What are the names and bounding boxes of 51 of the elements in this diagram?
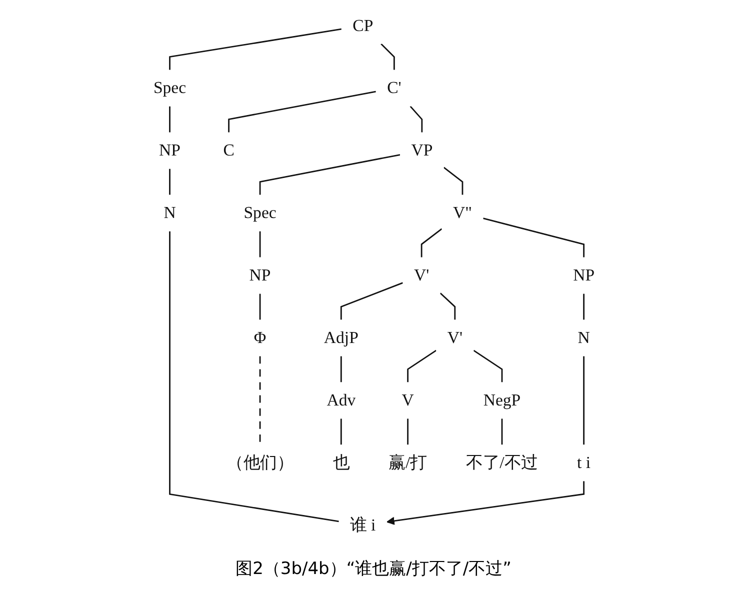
node-text: N: [577, 328, 590, 347]
connector: [582, 294, 584, 320]
node-text: V': [446, 328, 462, 347]
node-text: VP: [410, 140, 432, 160]
connector: [482, 218, 584, 258]
connector: [258, 154, 400, 195]
connector: [406, 350, 436, 382]
connector: [380, 43, 394, 70]
connector: [168, 106, 170, 132]
node-text: 也: [332, 453, 350, 472]
connector: [258, 294, 260, 320]
node-text: （他们）: [226, 453, 294, 472]
connector: [439, 292, 456, 320]
node-text: V': [413, 266, 429, 284]
connector: [228, 90, 376, 132]
figure-caption: 图2（3b/4b）“谁也赢/打不了/不过”: [236, 558, 512, 581]
node-text: V": [452, 203, 472, 222]
node-text: Spec: [243, 203, 276, 222]
node-text: 谁 i: [350, 516, 376, 534]
node-text: Spec: [152, 78, 186, 97]
connector: [582, 356, 584, 445]
node-text: NP: [248, 266, 270, 284]
node-text: NP: [572, 266, 594, 284]
node-text: 赢/打: [388, 453, 426, 472]
connector: [472, 350, 502, 382]
arrow: [386, 481, 584, 525]
connector: [409, 106, 422, 132]
connector: [258, 356, 260, 445]
node-text: C: [222, 140, 234, 160]
connector: [406, 418, 408, 445]
connector: [168, 28, 342, 70]
node-text: t i: [576, 453, 590, 472]
node-text: V: [401, 390, 414, 410]
node-text: 不了/不过: [466, 453, 538, 472]
connector: [442, 166, 463, 195]
node-text: Φ: [253, 328, 266, 347]
connector: [168, 231, 338, 522]
node-text: N: [163, 203, 176, 222]
node-text: AdjP: [323, 328, 358, 347]
node-text: CP: [352, 16, 373, 34]
connector: [168, 168, 170, 195]
connector: [340, 418, 342, 445]
node-text: C': [386, 78, 401, 97]
node-text: NP: [158, 140, 180, 160]
node-text: Adv: [326, 390, 356, 410]
connector: [500, 418, 502, 445]
node-text: NegP: [482, 390, 520, 410]
connector: [420, 228, 442, 258]
connector: [340, 356, 342, 382]
connector: [340, 282, 403, 320]
connector: [258, 231, 260, 258]
